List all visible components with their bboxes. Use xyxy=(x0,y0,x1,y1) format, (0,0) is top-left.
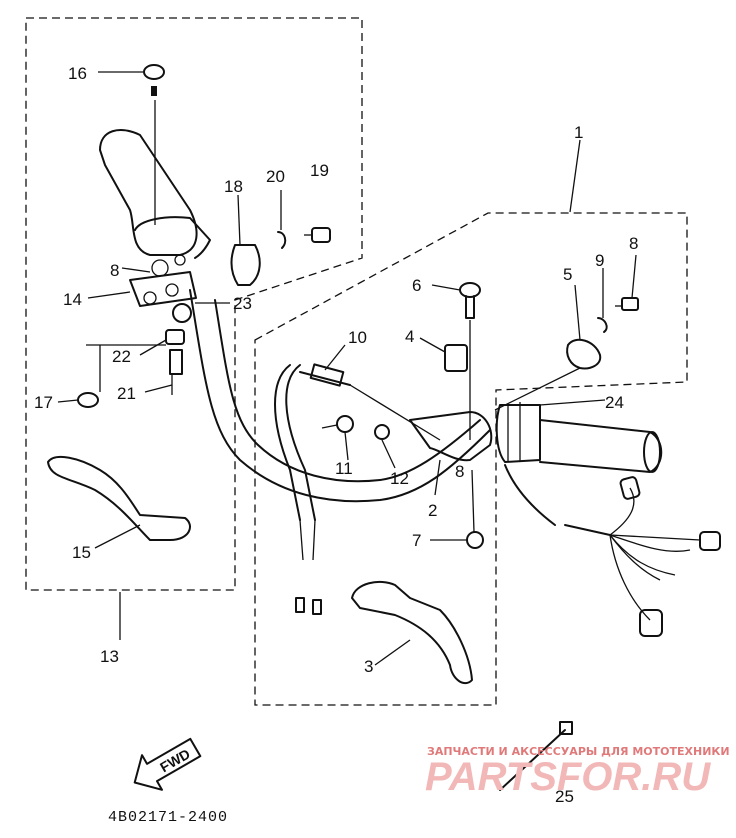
label-21: 21 xyxy=(117,384,136,403)
label-18: 18 xyxy=(224,177,243,196)
part-16-cap xyxy=(143,64,165,96)
part-3-lever xyxy=(351,580,473,685)
drawing-code: 4B02171-2400 xyxy=(108,809,228,826)
part-8-bolt-right xyxy=(615,297,639,311)
part-10-adjuster xyxy=(299,363,441,441)
part-20-clip xyxy=(277,231,287,249)
label-13: 13 xyxy=(100,647,119,666)
label-2: 2 xyxy=(428,501,437,520)
label-8-left: 8 xyxy=(110,261,119,280)
label-16: 16 xyxy=(68,64,87,83)
connectors-left xyxy=(295,597,322,615)
label-4: 4 xyxy=(405,327,414,346)
label-25: 25 xyxy=(555,787,574,806)
label-9: 9 xyxy=(595,251,604,270)
assembly-box-13 xyxy=(25,17,363,591)
callout-labels: 16 18 20 19 8 14 23 22 21 17 15 13 1 6 4… xyxy=(34,64,638,806)
part-9-clip xyxy=(597,317,608,333)
part-18-clamp xyxy=(230,244,261,286)
part-5-cap xyxy=(566,338,602,370)
part-2-lever-holder xyxy=(409,411,493,462)
watermark: ЗАПЧАСТИ И АКСЕССУАРЫ ДЛЯ МОТОТЕХНИКИ PA… xyxy=(425,745,730,799)
leader-lines xyxy=(57,71,637,666)
assembly-box-1 xyxy=(254,212,688,706)
label-8-right: 8 xyxy=(629,234,638,253)
label-19: 19 xyxy=(310,161,329,180)
part-19-bolt xyxy=(304,227,331,243)
label-10: 10 xyxy=(348,328,367,347)
part-4-switch xyxy=(444,344,468,372)
label-24: 24 xyxy=(605,393,624,412)
label-15: 15 xyxy=(72,543,91,562)
label-7: 7 xyxy=(412,531,421,550)
watermark-brand: PARTSFOR.RU xyxy=(425,755,711,799)
part-23-knob xyxy=(172,303,192,323)
label-22: 22 xyxy=(112,347,131,366)
part-7-bolt xyxy=(466,531,484,549)
fwd-arrow: FWD xyxy=(133,737,202,791)
label-20: 20 xyxy=(266,167,285,186)
label-3: 3 xyxy=(364,657,373,676)
label-6: 6 xyxy=(412,276,421,295)
label-23: 23 xyxy=(233,294,252,313)
left-switch-housing xyxy=(99,100,211,307)
part-25-cable xyxy=(499,721,573,791)
part-15-lever xyxy=(47,455,191,541)
label-11: 11 xyxy=(335,459,353,478)
label-1: 1 xyxy=(574,123,583,142)
label-8-center: 8 xyxy=(455,462,464,481)
wiring-harness xyxy=(504,464,721,637)
parts-11-12 xyxy=(321,415,390,440)
label-12: 12 xyxy=(390,469,409,488)
label-14: 14 xyxy=(63,290,82,309)
label-17: 17 xyxy=(34,393,53,412)
label-5: 5 xyxy=(563,265,572,284)
part-24-grip xyxy=(495,402,663,473)
handlebar xyxy=(189,289,491,561)
part-6-screw xyxy=(459,282,481,440)
watermark-tagline: ЗАПЧАСТИ И АКСЕССУАРЫ ДЛЯ МОТОТЕХНИКИ xyxy=(427,745,730,758)
